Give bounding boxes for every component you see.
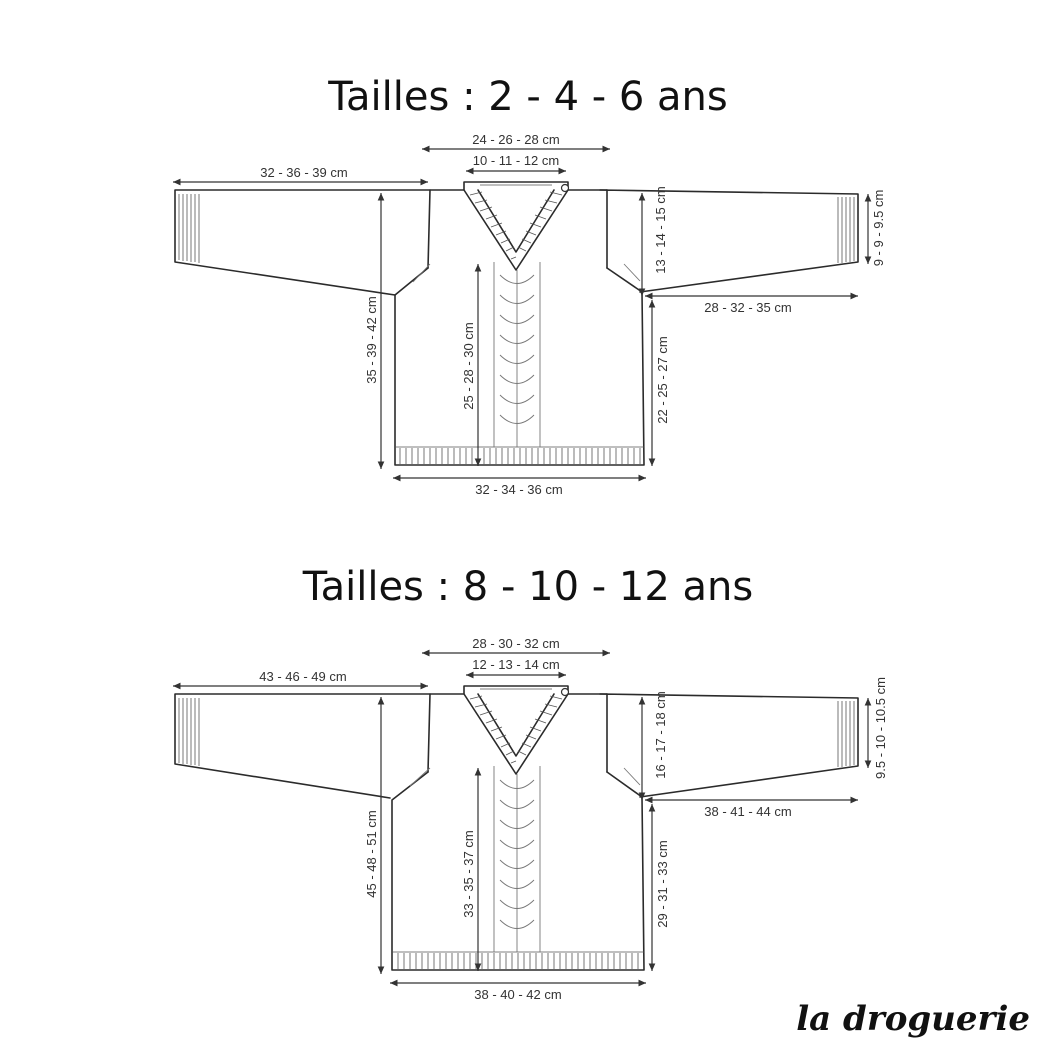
- button-icon: [560, 687, 570, 697]
- v-depth-label: 25 - 28 - 30 cm: [461, 322, 476, 409]
- body-width-label: 38 - 40 - 42 cm: [474, 987, 561, 1002]
- neck-width-label: 24 - 26 - 28 cm: [472, 132, 559, 147]
- side-length-label: 29 - 31 - 33 cm: [655, 840, 670, 927]
- neck-width-label: 28 - 30 - 32 cm: [472, 636, 559, 651]
- diagram-title: Tailles : 8 - 10 - 12 ans: [302, 564, 753, 610]
- brand-logo: la droguerie: [796, 999, 1030, 1039]
- cuff-height-label: 9 - 9 - 9.5 cm: [871, 190, 886, 267]
- dimension-arrows: [173, 145, 872, 482]
- neck-inner-label: 10 - 11 - 12 cm: [473, 153, 559, 168]
- total-length-label: 45 - 48 - 51 cm: [364, 810, 379, 897]
- v-depth-label: 33 - 35 - 37 cm: [461, 830, 476, 917]
- diagram-title: Tailles : 2 - 4 - 6 ans: [327, 74, 728, 120]
- sweater-drawing: [174, 685, 859, 971]
- button-icon: [560, 183, 570, 193]
- dimension-labels: 24 - 26 - 28 cm 10 - 11 - 12 cm 32 - 36 …: [260, 132, 886, 497]
- sleeve-length-label: 32 - 36 - 39 cm: [260, 165, 347, 180]
- cuff-height-label: 9.5 - 10 - 10.5 cm: [873, 677, 888, 779]
- neck-inner-label: 12 - 13 - 14 cm: [472, 657, 559, 672]
- armhole-label: 16 - 17 - 18 cm: [653, 691, 668, 778]
- sleeve-underarm-label: 38 - 41 - 44 cm: [704, 804, 791, 819]
- sleeve-length-label: 43 - 46 - 49 cm: [259, 669, 346, 684]
- armhole-label: 13 - 14 - 15 cm: [653, 186, 668, 273]
- body-width-label: 32 - 34 - 36 cm: [475, 482, 562, 497]
- dimension-arrows: [173, 649, 872, 987]
- dimension-labels: 28 - 30 - 32 cm 12 - 13 - 14 cm 43 - 46 …: [259, 636, 888, 1002]
- sweater-drawing: [174, 181, 859, 466]
- diagram-large-sizes: Tailles : 8 - 10 - 12 ans: [173, 564, 888, 1002]
- side-length-label: 22 - 25 - 27 cm: [655, 336, 670, 423]
- diagram-small-sizes: Tailles : 2 - 4 - 6 ans: [173, 74, 886, 497]
- sleeve-underarm-label: 28 - 32 - 35 cm: [704, 300, 791, 315]
- total-length-label: 35 - 39 - 42 cm: [364, 296, 379, 383]
